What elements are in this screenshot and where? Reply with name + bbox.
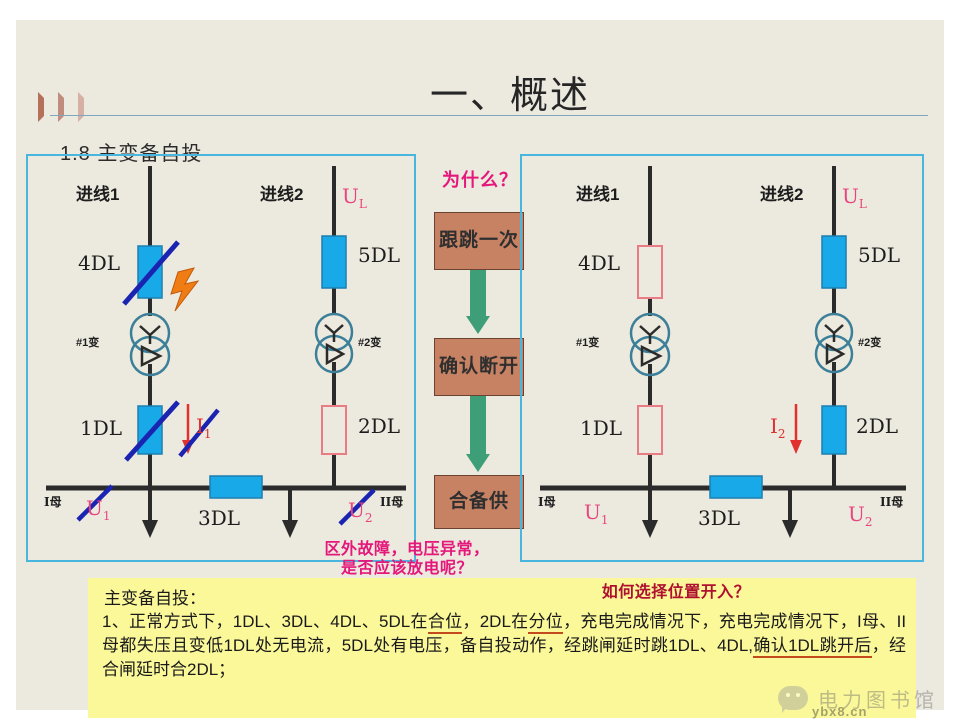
label-transformer-1: #1变 (576, 337, 600, 349)
label-u2: U2 (348, 498, 373, 525)
note-line2: 下，充电完成情况下，I母、II母都失压且变低1DL处无电流，5DL处有电压，备 (102, 612, 907, 656)
label-bus-1: I母 (44, 495, 62, 509)
right-single-line-diagram (540, 166, 906, 538)
callout-left: 区外故障，电压异常， 是否应该放电呢？ (292, 541, 522, 579)
label-transformer-2: #2变 (358, 337, 382, 349)
label-1dl: 1DL (580, 416, 623, 440)
label-u2: U2 (848, 502, 873, 529)
breaker-4dl-symbol (637, 245, 663, 299)
breaker-1dl-symbol (637, 405, 663, 455)
callout-left-line-2: 是否应该放电呢？ (340, 559, 473, 577)
load-arrow-2 (782, 520, 798, 538)
label-2dl: 2DL (358, 414, 401, 438)
callout-right: 如何选择位置开入？ (601, 584, 751, 601)
label-ul: UL (842, 184, 867, 211)
label-u1: U1 (86, 496, 111, 523)
note-line3-a: 自投动作，经跳闸延时跳1DL、4DL, (477, 636, 754, 656)
label-3dl: 3DL (198, 506, 241, 530)
breaker-2dl-symbol (321, 405, 347, 455)
label-u1: U1 (584, 500, 609, 527)
label-i2: I2 (770, 414, 786, 441)
label-incoming-2: 进线2 (260, 185, 304, 204)
load-arrow-2 (282, 520, 298, 538)
breaker-5dl-symbol (321, 235, 347, 289)
right-diagram-panel: 进线1 进线2 UL 4DL 5DL #1变 #2变 1DL 2DL I2 I母… (520, 154, 924, 562)
slide-canvas: 一、概述 1.8 主变备自投 (16, 20, 944, 719)
label-bus-1: I母 (538, 495, 556, 509)
left-diagram-panel: 进线1 进线2 UL 4DL 5DL #1变 #2变 1DL 2DL I1 I母… (26, 154, 416, 562)
flow-step-1: 跟跳一次 (434, 212, 524, 270)
left-single-line-diagram (46, 166, 406, 538)
note-box: 主变备自投： 1、正常方式下，1DL、3DL、4DL、5DL在合位，2DL在分位… (88, 578, 916, 718)
current-i2-arrow (790, 440, 802, 454)
breaker-3dl-symbol (709, 475, 763, 499)
label-1dl: 1DL (80, 416, 123, 440)
voltage-u1-slash (76, 484, 114, 522)
label-5dl: 5DL (358, 243, 401, 267)
flow-question: 为什么？ (442, 170, 518, 190)
note-body: 1、正常方式下，1DL、3DL、4DL、5DL在合位，2DL在分位，充电完成情况… (102, 610, 906, 682)
label-i1: I1 (196, 414, 212, 441)
note-line3-underline: 确认1DL跳开后 (753, 636, 872, 659)
flow-step-2: 确认断开 (434, 338, 524, 396)
breaker-4dl-slash (122, 240, 180, 306)
breaker-2dl-symbol (821, 405, 847, 455)
flow-step-3: 合备供 (434, 475, 524, 529)
label-3dl: 3DL (698, 506, 741, 530)
double-chevron-right-icon (38, 92, 108, 122)
breaker-5dl-symbol (821, 235, 847, 289)
note-line1-a: 1、正常方式下，1DL、3DL、4DL、5DL在 (102, 612, 428, 631)
label-4dl: 4DL (578, 251, 621, 275)
label-transformer-2: #2变 (858, 337, 882, 349)
current-i1-slash (178, 408, 220, 458)
lightning-bolt-icon (170, 267, 200, 312)
voltage-u2-slash (338, 488, 376, 526)
note-line1-c: ，充电完成情况 (563, 612, 685, 631)
note-line1-underline-1: 合位 (427, 612, 463, 634)
label-incoming-1: 进线1 (76, 185, 120, 204)
label-2dl: 2DL (856, 414, 899, 438)
page-title: 一、概述 (429, 73, 590, 117)
breaker-3dl-symbol (209, 475, 263, 499)
header-divider (50, 115, 928, 116)
label-4dl: 4DL (78, 251, 121, 275)
label-incoming-1: 进线1 (576, 185, 620, 204)
flow-down-arrow-icon-1 (466, 270, 490, 334)
load-arrow-1 (142, 520, 158, 538)
label-ul: UL (342, 184, 367, 211)
label-5dl: 5DL (858, 243, 901, 267)
flow-down-arrow-icon-2 (466, 396, 490, 472)
label-transformer-1: #1变 (76, 337, 100, 349)
note-line3-b: ，经合闸延时合2DL； (102, 636, 907, 680)
load-arrow-1 (642, 520, 658, 538)
callout-left-line-1: 区外故障，电压异常， (324, 541, 490, 558)
note-heading: 主变备自投： (104, 589, 206, 608)
label-bus-2: II母 (380, 495, 404, 509)
breaker-1dl-slash (124, 400, 180, 462)
note-line1-b: ，2DL在 (462, 612, 529, 631)
note-line1-underline-2: 分位 (528, 612, 564, 634)
label-bus-2: II母 (880, 495, 904, 509)
label-incoming-2: 进线2 (760, 185, 804, 204)
